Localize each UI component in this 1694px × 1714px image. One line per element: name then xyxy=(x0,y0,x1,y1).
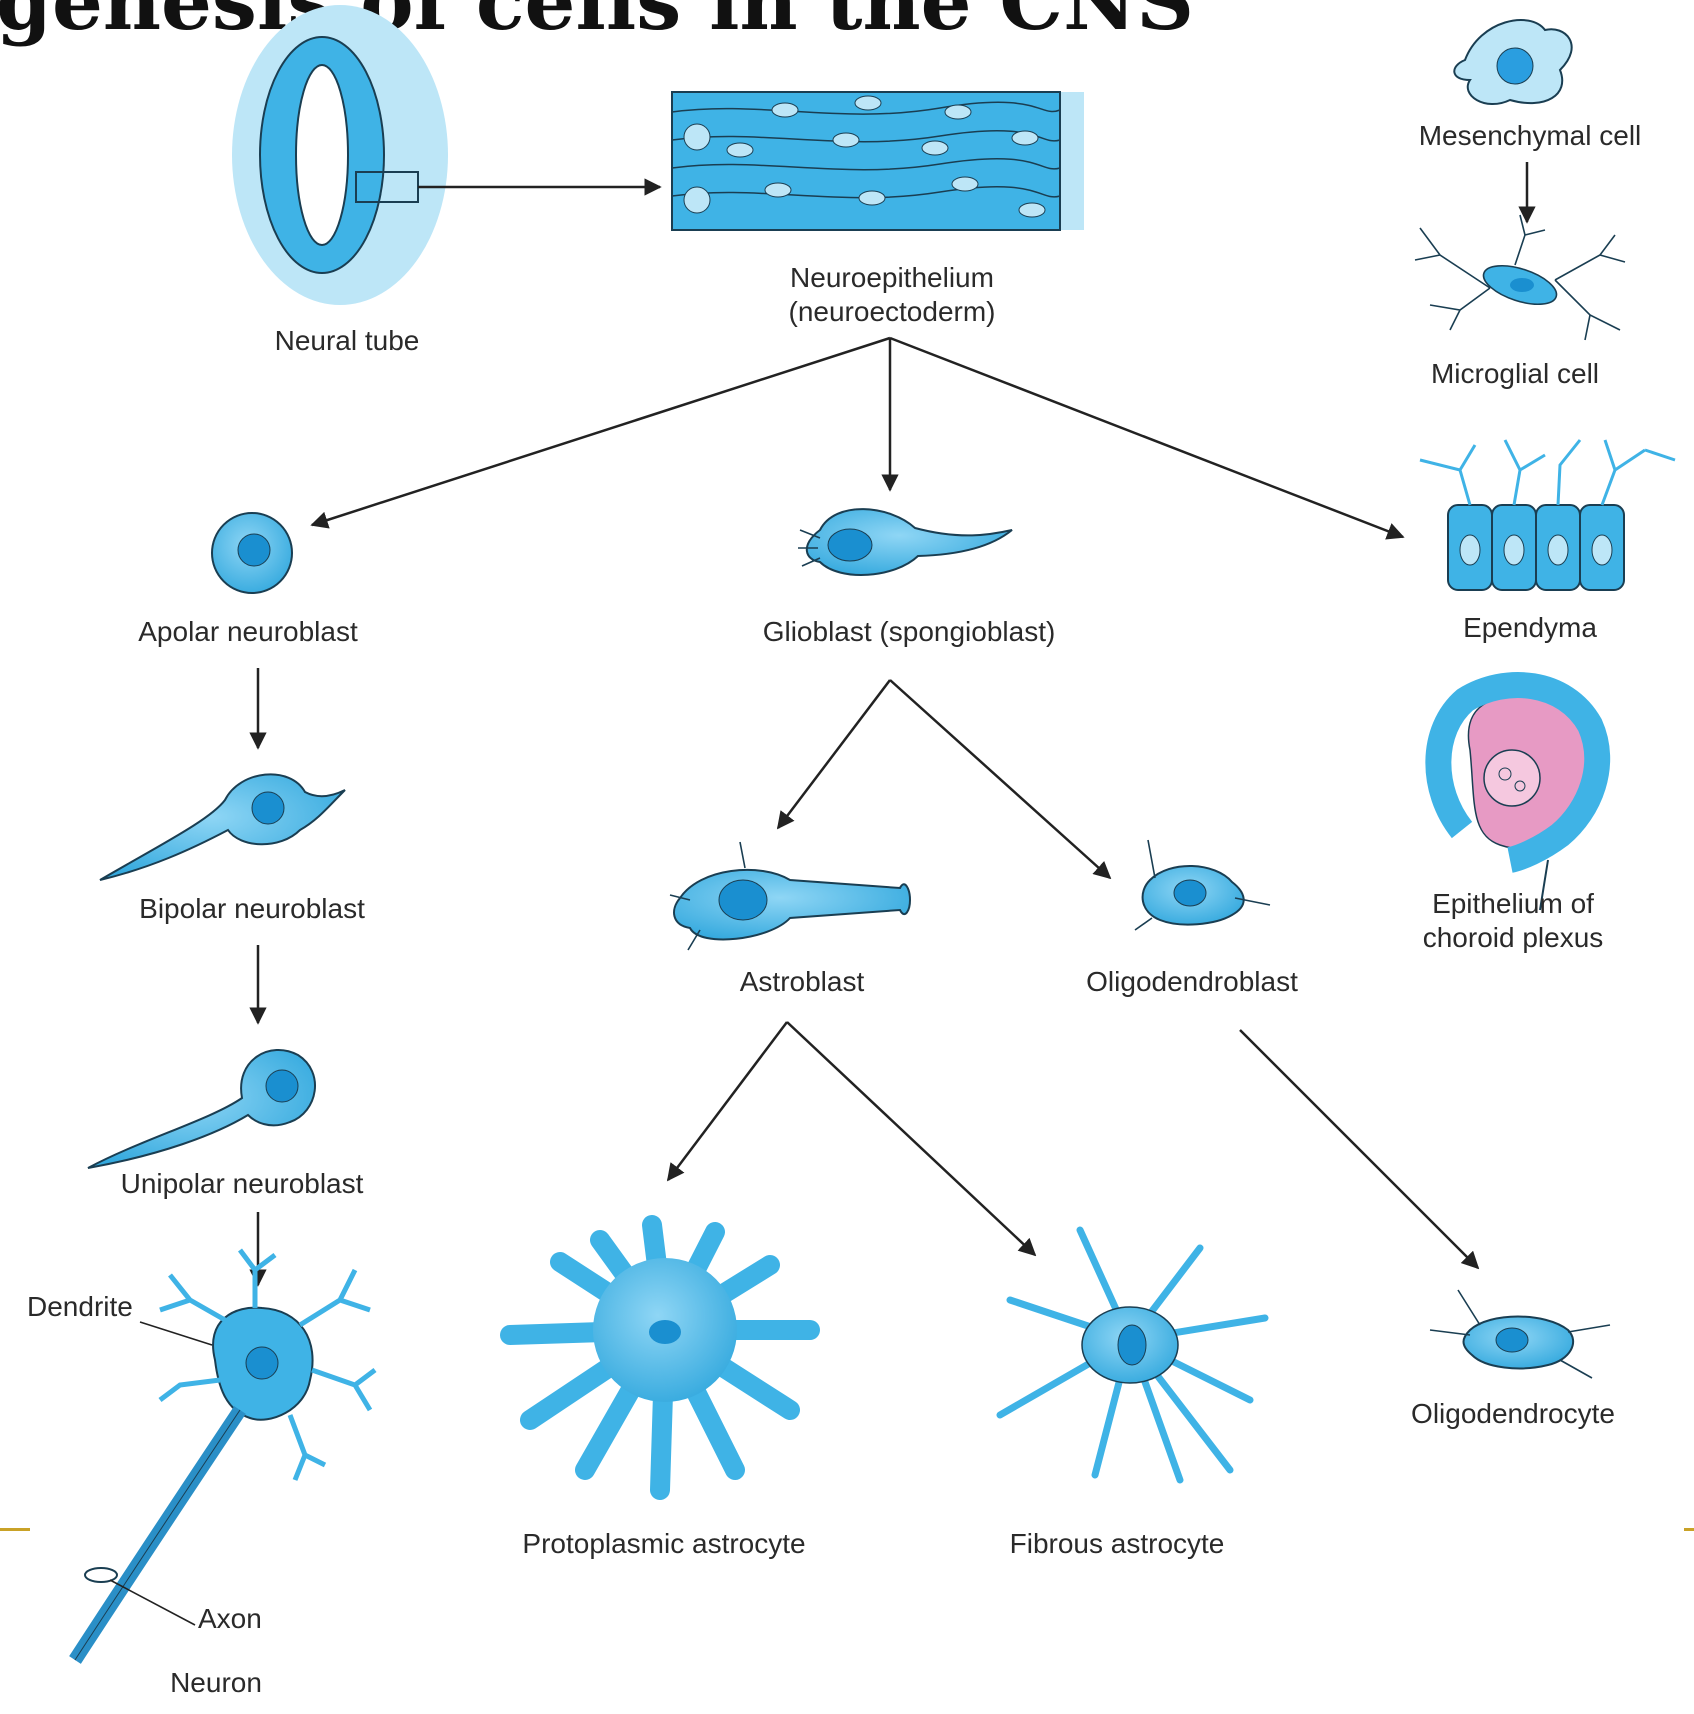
label-apolar-neuroblast: Apolar neuroblast xyxy=(138,616,358,647)
choroid-plexus-illustration xyxy=(1425,672,1611,911)
apolar-neuroblast-illustration xyxy=(211,512,293,594)
astroblast-illustration xyxy=(669,841,912,951)
bipolar-neuroblast-illustration xyxy=(99,773,346,881)
arrow-to-fibrous-astrocyte xyxy=(786,1021,1037,1257)
label-protoplasmic-astrocyte: Protoplasmic astrocyte xyxy=(522,1528,806,1559)
arrow-to-oligodendrocyte xyxy=(1239,1029,1480,1270)
label-choroid-epithelium: Epithelium of xyxy=(1432,888,1594,919)
fibrous-astrocyte-illustration xyxy=(996,1226,1269,1484)
arrow-to-oligodendroblast xyxy=(889,679,1112,880)
neuron-illustration xyxy=(69,1248,377,1664)
label-choroid-plexus: choroid plexus xyxy=(1422,922,1604,953)
label-ependyma: Ependyma xyxy=(1463,612,1597,643)
protoplasmic-astrocyte-illustration xyxy=(500,1215,820,1500)
microglial-cell-illustration xyxy=(1414,214,1626,341)
label-neuroectoderm: (neuroectoderm) xyxy=(788,296,996,327)
glioblast-illustration xyxy=(798,508,1013,576)
label-oligodendrocyte: Oligodendrocyte xyxy=(1411,1398,1615,1429)
label-glioblast: Glioblast (spongioblast) xyxy=(762,616,1056,647)
label-neuroepithelium: Neuroepithelium xyxy=(790,262,994,293)
label-neural-tube: Neural tube xyxy=(274,325,420,356)
right-accent-rule xyxy=(1684,1528,1694,1531)
label-neuron: Neuron xyxy=(170,1667,262,1698)
mesenchymal-cell-illustration xyxy=(1453,19,1573,106)
left-accent-rule xyxy=(0,1528,30,1531)
label-microglial-cell: Microglial cell xyxy=(1430,358,1600,389)
arrow-to-ependyma xyxy=(889,336,1405,540)
label-unipolar-neuroblast: Unipolar neuroblast xyxy=(120,1168,364,1199)
label-mesenchymal-cell: Mesenchymal cell xyxy=(1418,120,1642,151)
label-astroblast: Astroblast xyxy=(739,966,865,997)
neuroepithelium-illustration xyxy=(671,91,1084,231)
arrow-to-protoplasmic-astrocyte xyxy=(666,1021,788,1182)
ependyma-illustration xyxy=(1419,439,1676,591)
arrow-to-astroblast xyxy=(776,679,891,830)
slide-title: genesis of cells in the CNS xyxy=(0,0,1194,48)
label-oligodendroblast: Oligodendroblast xyxy=(1086,966,1298,997)
label-dendrite: Dendrite xyxy=(27,1291,133,1322)
arrow-to-apolar-neuroblast xyxy=(310,336,891,529)
label-bipolar-neuroblast: Bipolar neuroblast xyxy=(139,893,365,924)
label-axon: Axon xyxy=(198,1603,262,1634)
oligodendroblast-illustration xyxy=(1134,839,1271,931)
neural-tube-illustration xyxy=(232,5,448,305)
label-fibrous-astrocyte: Fibrous astrocyte xyxy=(1009,1528,1225,1559)
oligodendrocyte-illustration xyxy=(1429,1289,1611,1379)
unipolar-neuroblast-illustration xyxy=(87,1049,316,1169)
